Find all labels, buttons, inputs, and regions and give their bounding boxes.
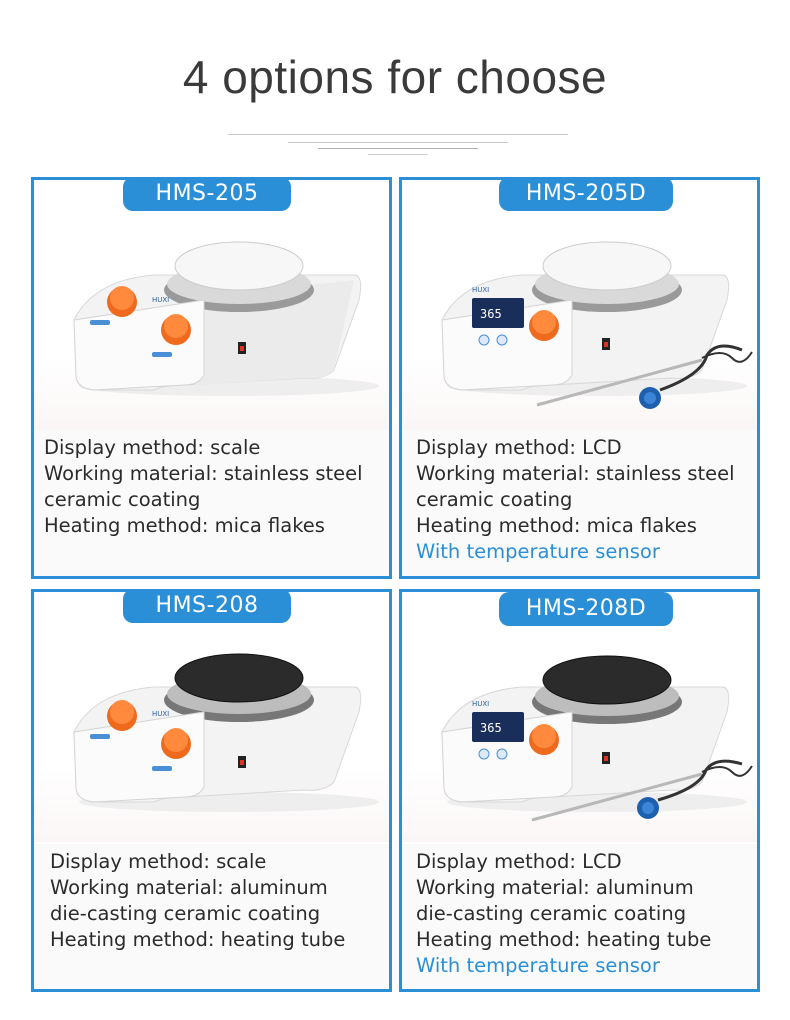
svg-text:HUXI: HUXI — [472, 700, 489, 708]
stirrer-hotplate-image: 365 HUXI — [441, 655, 753, 822]
spec-display-method: Display method: scale — [44, 436, 261, 459]
page-title: 4 options for choose — [182, 51, 608, 103]
spec-panel: Display method: LCD Working material: st… — [402, 430, 757, 576]
spec-heating-method: Heating method: heating tube — [50, 928, 346, 951]
product-image-area: HUXI — [34, 180, 389, 430]
spec-heating-method: Heating method: mica flakes — [416, 514, 697, 537]
stirrer-hotplate-image: 365 HUXI — [441, 241, 753, 409]
spec-panel: Display method: LCD Working material: al… — [402, 844, 757, 989]
spec-display-method: Display method: LCD — [416, 850, 622, 873]
spec-working-material-cont: die-casting ceramic coating — [416, 902, 687, 925]
spec-working-material: Working material: aluminum — [50, 876, 328, 899]
spec-temperature-sensor: With temperature sensor — [416, 540, 660, 563]
product-image-area: 365 HUXI — [402, 180, 757, 430]
svg-text:365: 365 — [480, 307, 502, 321]
spec-working-material: Working material: stainless steel — [44, 462, 363, 485]
spec-heating-method: Heating method: mica flakes — [44, 514, 325, 537]
model-badge-hms-205d: HMS-205D — [499, 177, 673, 211]
svg-text:HUXI: HUXI — [472, 286, 489, 294]
svg-text:HUXI: HUXI — [152, 296, 169, 304]
stirrer-hotplate-image: HUXI — [73, 653, 379, 812]
product-card-hms-208d[interactable]: 365 HUXI Display method: LCD Working mat… — [399, 589, 760, 992]
model-badge-hms-205: HMS-205 — [123, 177, 291, 211]
spec-panel: Display method: scale Working material: … — [34, 844, 389, 989]
spec-display-method: Display method: scale — [50, 850, 267, 873]
spec-panel: Display method: scale Working material: … — [34, 430, 389, 576]
spec-heating-method: Heating method: heating tube — [416, 928, 712, 951]
product-image-area: HUXI — [34, 592, 389, 842]
product-image-area: 365 HUXI — [402, 592, 757, 842]
spec-working-material-cont: ceramic coating — [416, 488, 573, 511]
spec-working-material: Working material: aluminum — [416, 876, 694, 899]
product-card-hms-208[interactable]: HUXI Display method: scale Working mater… — [31, 589, 392, 992]
spec-display-method: Display method: LCD — [416, 436, 622, 459]
stirrer-hotplate-image: HUXI — [73, 241, 379, 396]
title-divider — [228, 134, 568, 135]
svg-text:HUXI: HUXI — [152, 710, 169, 718]
title-divider — [288, 142, 508, 143]
spec-working-material-cont: die-casting ceramic coating — [50, 902, 321, 925]
model-badge-hms-208: HMS-208 — [123, 589, 291, 623]
product-card-hms-205[interactable]: HUXI Display method: scale Working mater… — [31, 177, 392, 579]
spec-temperature-sensor: With temperature sensor — [416, 954, 660, 977]
title-divider — [318, 148, 478, 149]
model-badge-hms-208d: HMS-208D — [499, 592, 673, 626]
spec-working-material: Working material: stainless steel — [416, 462, 735, 485]
title-divider — [368, 154, 428, 155]
spec-working-material-cont: ceramic coating — [44, 488, 201, 511]
product-card-hms-205d[interactable]: 365 HUXI Display method: LCD Working mat… — [399, 177, 760, 579]
svg-text:365: 365 — [480, 721, 502, 735]
